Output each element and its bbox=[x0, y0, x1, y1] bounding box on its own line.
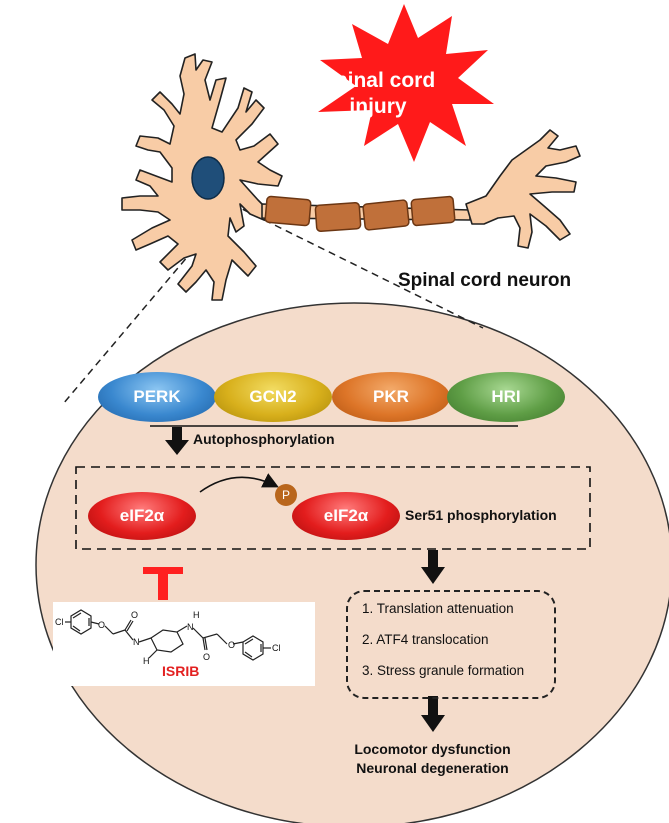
injury-label-line1: Spinal cord bbox=[320, 69, 436, 92]
outcome-line: Locomotor dysfunction bbox=[354, 741, 511, 757]
kinase-pkr: PKR bbox=[332, 372, 450, 422]
effect-item: 2. ATF4 translocation bbox=[362, 632, 489, 647]
effect-item: 1. Translation attenuation bbox=[362, 601, 514, 616]
neuron-label: Spinal cord neuron bbox=[398, 270, 572, 291]
isrib-label: ISRIB bbox=[162, 663, 200, 679]
effect-item: 3. Stress granule formation bbox=[362, 663, 525, 678]
axon-terminal bbox=[465, 129, 581, 249]
myelin-sheaths bbox=[264, 195, 456, 232]
zoom-line-left bbox=[62, 203, 233, 405]
injury-label: Spinal cord injury bbox=[318, 68, 438, 120]
myelin-segment bbox=[410, 195, 456, 227]
outcome-line: Neuronal degeneration bbox=[356, 760, 509, 776]
kinase-hri: HRI bbox=[447, 372, 565, 422]
arrow-outcome bbox=[421, 696, 445, 732]
zoom-line-right bbox=[231, 203, 484, 329]
atom-h1: H bbox=[143, 656, 150, 666]
cell-body-zoom bbox=[35, 302, 669, 823]
effects-box: 1. Translation attenuation 2. ATF4 trans… bbox=[346, 590, 556, 699]
eif2a-box bbox=[75, 466, 591, 550]
eif2a-unphosphorylated: eIF2α bbox=[88, 492, 196, 540]
atom-h2: H bbox=[193, 610, 200, 620]
phosphate-badge: P bbox=[275, 484, 297, 506]
kinase-perk: PERK bbox=[98, 372, 216, 422]
ser51-label: Ser51 phosphorylation bbox=[405, 507, 557, 523]
inhibition-symbol bbox=[143, 567, 183, 600]
atom-cl-right: Cl bbox=[272, 643, 281, 653]
autophosphorylation-label: Autophosphorylation bbox=[193, 431, 335, 447]
atom-o2: O bbox=[131, 610, 138, 620]
atom-n1: N bbox=[133, 637, 140, 647]
myelin-segment bbox=[362, 199, 410, 231]
phospho-arrow bbox=[199, 473, 279, 493]
atom-n2: N bbox=[187, 622, 194, 632]
outcome-label: Locomotor dysfunction Neuronal degenerat… bbox=[340, 740, 525, 778]
kinase-gcn2: GCN2 bbox=[214, 372, 332, 422]
atom-cl-left: Cl bbox=[55, 617, 64, 627]
eif2a-phosphorylated: eIF2α bbox=[292, 492, 400, 540]
injury-label-line2: injury bbox=[349, 95, 407, 118]
myelin-segment bbox=[264, 195, 312, 227]
injury-star bbox=[318, 4, 494, 162]
atom-o4: O bbox=[228, 640, 235, 650]
nucleus bbox=[191, 156, 225, 200]
atom-o3: O bbox=[203, 652, 210, 662]
arrow-autophos bbox=[165, 427, 189, 455]
atom-o1: O bbox=[98, 620, 105, 630]
isrib-structure: Cl O O N H N H O O Cl bbox=[53, 602, 315, 686]
arrow-effects bbox=[421, 550, 445, 584]
isrib-structure-drawing: Cl O O N H N H O O Cl bbox=[55, 609, 281, 666]
myelin-segment bbox=[314, 202, 362, 232]
